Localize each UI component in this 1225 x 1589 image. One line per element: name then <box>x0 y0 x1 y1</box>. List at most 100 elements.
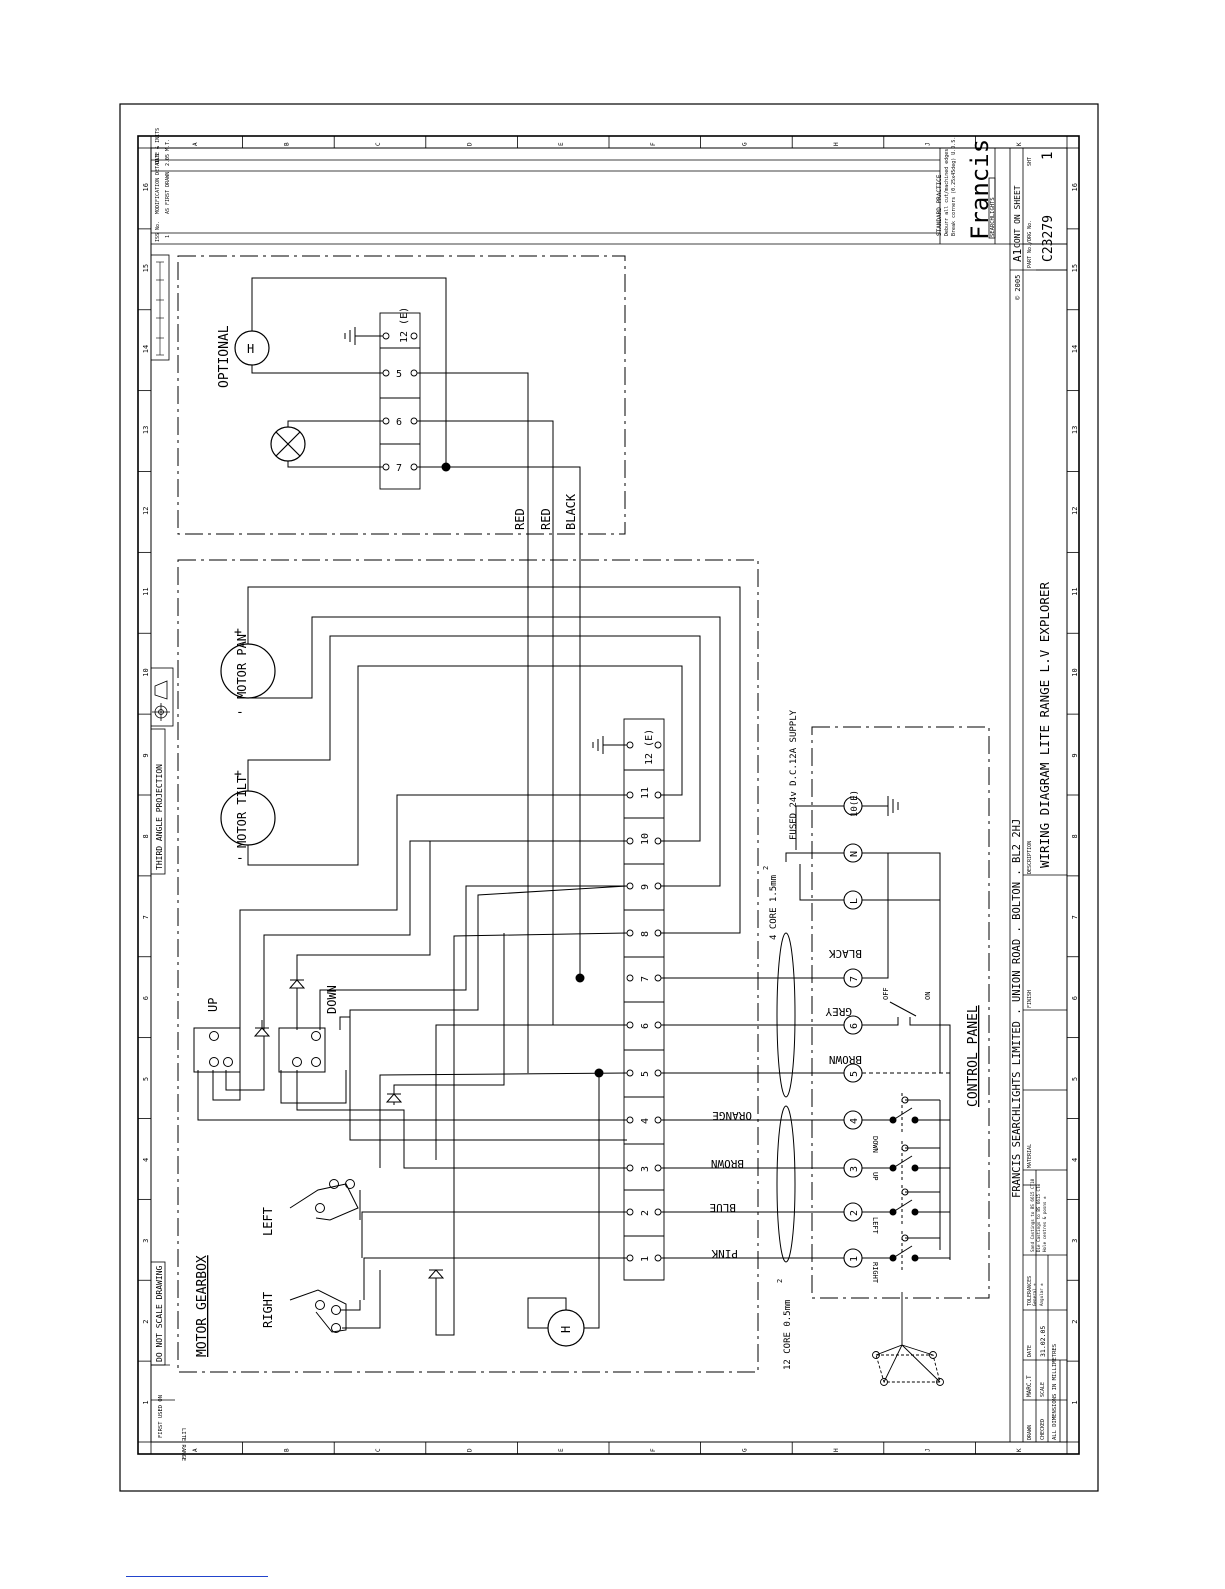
opt-terminal-5: 5 <box>396 369 402 380</box>
projection-label: THIRD ANGLE PROJECTION <box>155 764 164 870</box>
optional-wiring <box>251 277 581 1073</box>
grid-number: 14 <box>1071 345 1079 353</box>
cable-12core-label: 12 CORE 0.5mm <box>783 1300 793 1370</box>
control-panel-enclosure <box>811 726 990 1299</box>
optional-label: OPTIONAL <box>217 325 232 388</box>
grid-number: 3 <box>142 1239 150 1243</box>
sheet-size: A1 <box>1011 249 1024 262</box>
grid-number: 9 <box>142 753 150 757</box>
grid-letter: A <box>192 1448 199 1452</box>
wire-label-brown-lo: BROWN <box>711 1157 744 1170</box>
grid-letter: H <box>833 142 840 146</box>
grid-number: 4 <box>1071 1158 1079 1162</box>
diode-icons <box>253 979 445 1279</box>
grid-number: 15 <box>1071 264 1079 272</box>
tolerance-4: General ± <box>1032 1283 1037 1306</box>
grid-number: 11 <box>1071 587 1079 595</box>
grid-letter: F <box>650 142 657 146</box>
earth-icon <box>344 327 383 345</box>
grid-number: 7 <box>1071 915 1079 919</box>
control-panel-label: CONTROL PANEL <box>966 1005 981 1107</box>
diode-icon <box>288 979 306 989</box>
motor-pan-plus: + <box>234 625 242 640</box>
heater-label: H <box>247 342 254 356</box>
grid-number: 10 <box>142 668 150 676</box>
cable-4core-ellipse <box>776 932 796 1098</box>
cp-terminal-number: 5 <box>849 1071 860 1077</box>
limit-switch-wiring <box>193 794 628 1336</box>
tolerance-2: Die Castings to BS 6615 CT8 <box>1036 1183 1041 1252</box>
checked-label: CHECKED <box>1040 1419 1046 1440</box>
grid-letter: B <box>283 1448 290 1452</box>
wire-label-red-2: RED <box>539 508 553 530</box>
standard-note-2: Break corners (0.25x45deg) U.O.S. <box>951 137 957 236</box>
grid-number: 5 <box>1071 1077 1079 1081</box>
drawn-value: MARC.T <box>1026 1375 1033 1397</box>
grid-number: 15 <box>142 264 150 272</box>
main-terminal-number: 4 <box>640 1118 651 1124</box>
wire-label-red-1: RED <box>513 508 527 530</box>
logo-subtitle: SEARCHLIGHTS <box>990 197 996 237</box>
first-used-on-value: LITE RANGE <box>180 1428 186 1461</box>
main-terminal-block <box>623 718 665 1281</box>
tolerance-3: Hole centres & posns ± <box>1042 1196 1047 1252</box>
drawn-label: DRAWN <box>1027 1425 1033 1440</box>
date-label: DATE <box>1027 1345 1033 1357</box>
cp-terminal-10e-label: 10(E) <box>850 790 860 817</box>
grid-number: 8 <box>1071 834 1079 838</box>
grid-letter: C <box>375 1448 382 1452</box>
wire-label-pink: PINK <box>711 1247 738 1260</box>
opt-terminal-6: 6 <box>396 417 402 428</box>
tolerances-label: TOLERANCES <box>1027 1276 1033 1306</box>
do-not-scale: DO NOT SCALE DRAWING <box>155 1265 164 1362</box>
lamp-icon <box>270 426 306 462</box>
cable-4core-label: 4 CORE 1.5mm <box>769 875 779 940</box>
right-switch-label: RIGHT <box>261 1292 275 1328</box>
grid-number: 3 <box>1071 1239 1079 1243</box>
diode-icon <box>253 1027 271 1037</box>
sheet-number: 1 <box>1040 152 1056 160</box>
grid-letter: G <box>741 1448 748 1452</box>
grid-letter: J <box>925 1448 932 1452</box>
main-terminal-number: 1 <box>640 1256 651 1262</box>
cp-terminal-number: 1 <box>849 1256 860 1262</box>
cont-on-sheet: CONT ON SHEET <box>1013 185 1022 248</box>
grid-letter: D <box>467 1448 474 1452</box>
grid-number: 5 <box>142 1077 150 1081</box>
grid-number: 14 <box>142 345 150 353</box>
grid-number: 12 <box>142 507 150 515</box>
description-label: DESCRIPTION <box>1027 841 1033 874</box>
opt-terminal-12e: 12 (E) <box>399 307 410 343</box>
grid-letter: A <box>192 142 199 146</box>
mod-row-details: AS FIRST DRAWN <box>165 172 171 214</box>
material-label: MATERIAL <box>1027 1144 1033 1168</box>
mod-details-label: MODIFICATION DETAILS <box>155 154 161 214</box>
standard-note-1: Deburr all cut/machined edges <box>944 149 950 236</box>
wire-label-black-top: BLACK <box>564 493 578 530</box>
supply-wiring <box>785 796 951 1260</box>
motor-pan-label: MOTOR PAN <box>235 634 249 699</box>
grid-letter: B <box>283 142 290 146</box>
joystick-switches <box>862 1073 951 1270</box>
micro-switch-icons <box>209 1031 359 1333</box>
diode-icon <box>427 1269 445 1279</box>
date-value: 31.02.05 <box>1039 1326 1047 1357</box>
wire-label-black-lo: BLACK <box>829 947 862 960</box>
sw-down-label: DOWN <box>871 1136 879 1153</box>
main-terminal-number: 5 <box>640 1071 651 1077</box>
scale-bar-icon <box>156 261 164 356</box>
cp-terminal-number: 4 <box>849 1118 860 1124</box>
grid-number: 8 <box>142 834 150 838</box>
grid-number: 6 <box>142 996 150 1000</box>
grid-letter: K <box>1016 142 1023 146</box>
grid-number: 11 <box>142 587 150 595</box>
opt-terminal-7: 7 <box>396 463 402 474</box>
grid-number: 2 <box>142 1319 150 1323</box>
mod-row-date: 2.05 M.T. <box>165 139 171 166</box>
grid-number: 1 <box>142 1400 150 1404</box>
footer-link-underline[interactable] <box>126 1576 268 1577</box>
